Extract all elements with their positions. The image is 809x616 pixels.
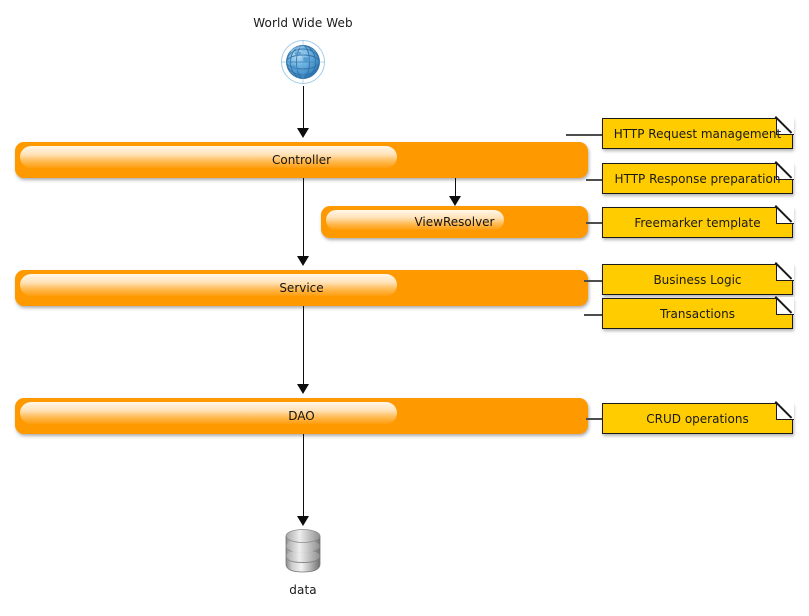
note-freemarker-template[interactable]: Freemarker template xyxy=(602,206,794,238)
flow-service-to-dao-arrow xyxy=(297,384,309,394)
note-fold-corner-icon xyxy=(775,117,794,136)
note-transactions-label: Transactions xyxy=(660,306,735,321)
note-http-request-management[interactable]: HTTP Request management xyxy=(602,117,794,149)
layer-service-label: Service xyxy=(279,281,324,295)
flow-controller-to-service-arrow xyxy=(297,256,309,266)
link-viewresolver-to-freemarker xyxy=(586,222,602,224)
note-fold-corner-icon xyxy=(775,206,794,225)
note-business-logic[interactable]: Business Logic xyxy=(602,263,794,295)
data-label: data xyxy=(289,583,317,597)
link-service-to-transactions xyxy=(584,314,602,316)
layer-controller-label: Controller xyxy=(271,153,332,167)
note-fold-corner-icon xyxy=(775,297,794,316)
note-crud-operations[interactable]: CRUD operations xyxy=(602,402,794,434)
world-wide-web-label: World Wide Web xyxy=(253,16,353,30)
layer-service[interactable]: Service xyxy=(15,270,588,306)
note-fold-corner-icon xyxy=(775,162,794,181)
flow-controller-to-viewresolver-line xyxy=(454,178,456,198)
flow-web-to-controller-line xyxy=(302,86,304,130)
note-freemarker-label: Freemarker template xyxy=(634,215,761,230)
link-controller-to-http-request xyxy=(566,134,602,136)
globe-icon xyxy=(279,38,327,86)
note-business-logic-label: Business Logic xyxy=(653,272,742,287)
note-fold-corner-icon xyxy=(775,402,794,421)
flow-controller-to-viewresolver-arrow xyxy=(449,196,461,206)
layer-viewresolver[interactable]: ViewResolver xyxy=(321,206,588,238)
database-cylinder-icon xyxy=(281,525,325,575)
note-http-response-preparation[interactable]: HTTP Response preparation xyxy=(602,162,794,194)
layer-dao[interactable]: DAO xyxy=(15,398,588,434)
note-transactions[interactable]: Transactions xyxy=(602,297,794,329)
flow-dao-to-data-arrow xyxy=(297,516,309,526)
link-controller-to-http-response xyxy=(586,179,602,181)
note-http-request-label: HTTP Request management xyxy=(613,126,782,141)
flow-dao-to-data-line xyxy=(302,434,304,518)
note-crud-label: CRUD operations xyxy=(646,411,749,426)
link-service-to-business-logic xyxy=(584,280,602,282)
layer-viewresolver-label: ViewResolver xyxy=(414,215,495,229)
layer-dao-label: DAO xyxy=(288,409,315,423)
note-http-response-label: HTTP Response preparation xyxy=(614,171,781,186)
flow-controller-to-service-line xyxy=(302,178,304,258)
link-dao-to-crud xyxy=(586,418,602,420)
flow-service-to-dao-line xyxy=(302,306,304,386)
note-fold-corner-icon xyxy=(775,263,794,282)
flow-web-to-controller-arrow xyxy=(297,128,309,138)
layer-controller[interactable]: Controller xyxy=(15,142,588,178)
